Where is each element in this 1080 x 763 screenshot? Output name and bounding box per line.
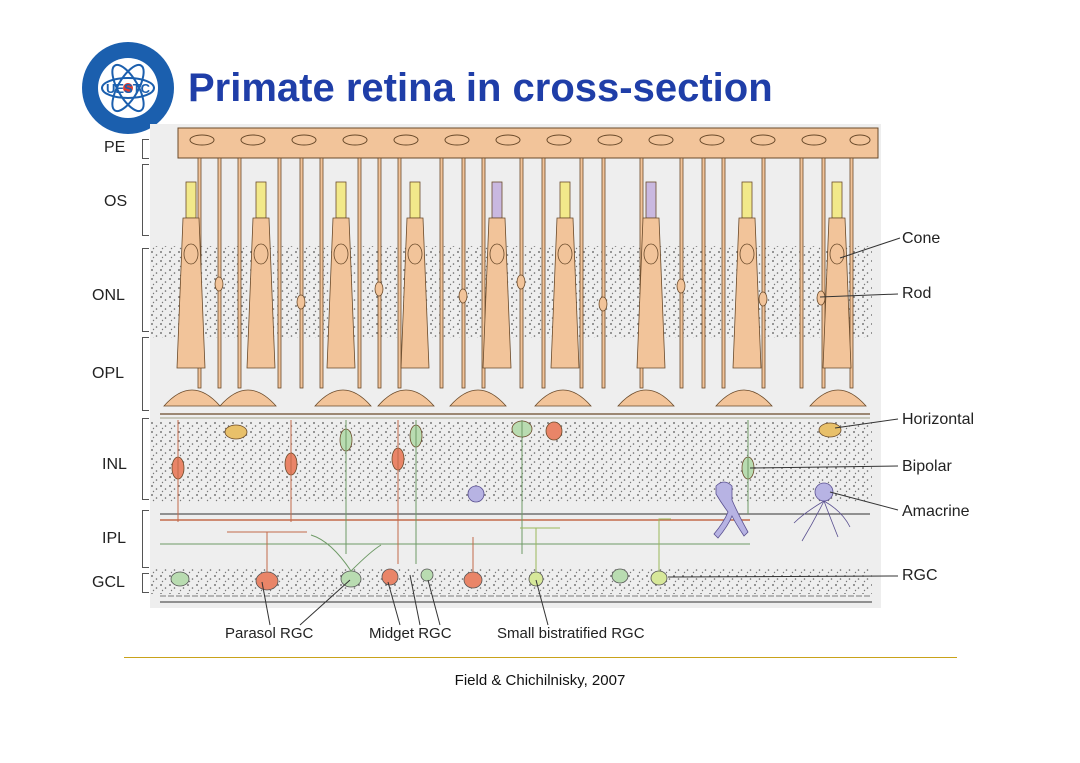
layer-label-os: OS <box>104 193 128 210</box>
layer-label-ipl: IPL <box>102 530 127 547</box>
logo-text: UESTC <box>106 81 151 96</box>
bracket-os <box>142 164 149 236</box>
bracket-inl <box>142 418 149 500</box>
cell-label-amacrine: Amacrine <box>902 503 970 520</box>
bottom-label-parasol-rgc: Parasol RGC <box>225 625 314 642</box>
bracket-ipl <box>142 510 149 568</box>
amacrine-cells <box>467 481 851 542</box>
retina-diagram <box>150 124 881 608</box>
photoreceptors <box>163 157 867 407</box>
cell-label-rod: Rod <box>902 285 932 302</box>
bipolar-cells <box>171 420 755 564</box>
cell-label-horizontal: Horizontal <box>902 411 975 428</box>
layer-label-inl: INL <box>102 456 127 473</box>
layer-label-pe: PE <box>104 139 126 156</box>
uestc-logo: UESTC <box>82 42 174 134</box>
layer-label-gcl: GCL <box>92 574 125 591</box>
bracket-opl <box>142 337 149 411</box>
ganglion-cells <box>170 568 668 591</box>
bracket-pe <box>142 139 149 159</box>
bottom-label-small-bistratified-rgc: Small bistratified RGC <box>497 625 645 642</box>
layer-label-opl: OPL <box>92 365 125 382</box>
layer-label-onl: ONL <box>92 287 125 304</box>
cell-label-rgc: RGC <box>902 567 938 584</box>
pigment-epithelium <box>177 127 879 159</box>
bracket-onl <box>142 248 149 332</box>
bottom-label-midget-rgc: Midget RGC <box>369 625 452 642</box>
cell-label-bipolar: Bipolar <box>902 458 952 475</box>
bracket-gcl <box>142 573 149 593</box>
cell-label-cone: Cone <box>902 230 941 247</box>
citation-caption: Field & Chichilnisky, 2007 <box>454 672 626 689</box>
slide-title: Primate retina in cross-section <box>188 66 773 110</box>
divider-rule <box>124 657 957 658</box>
